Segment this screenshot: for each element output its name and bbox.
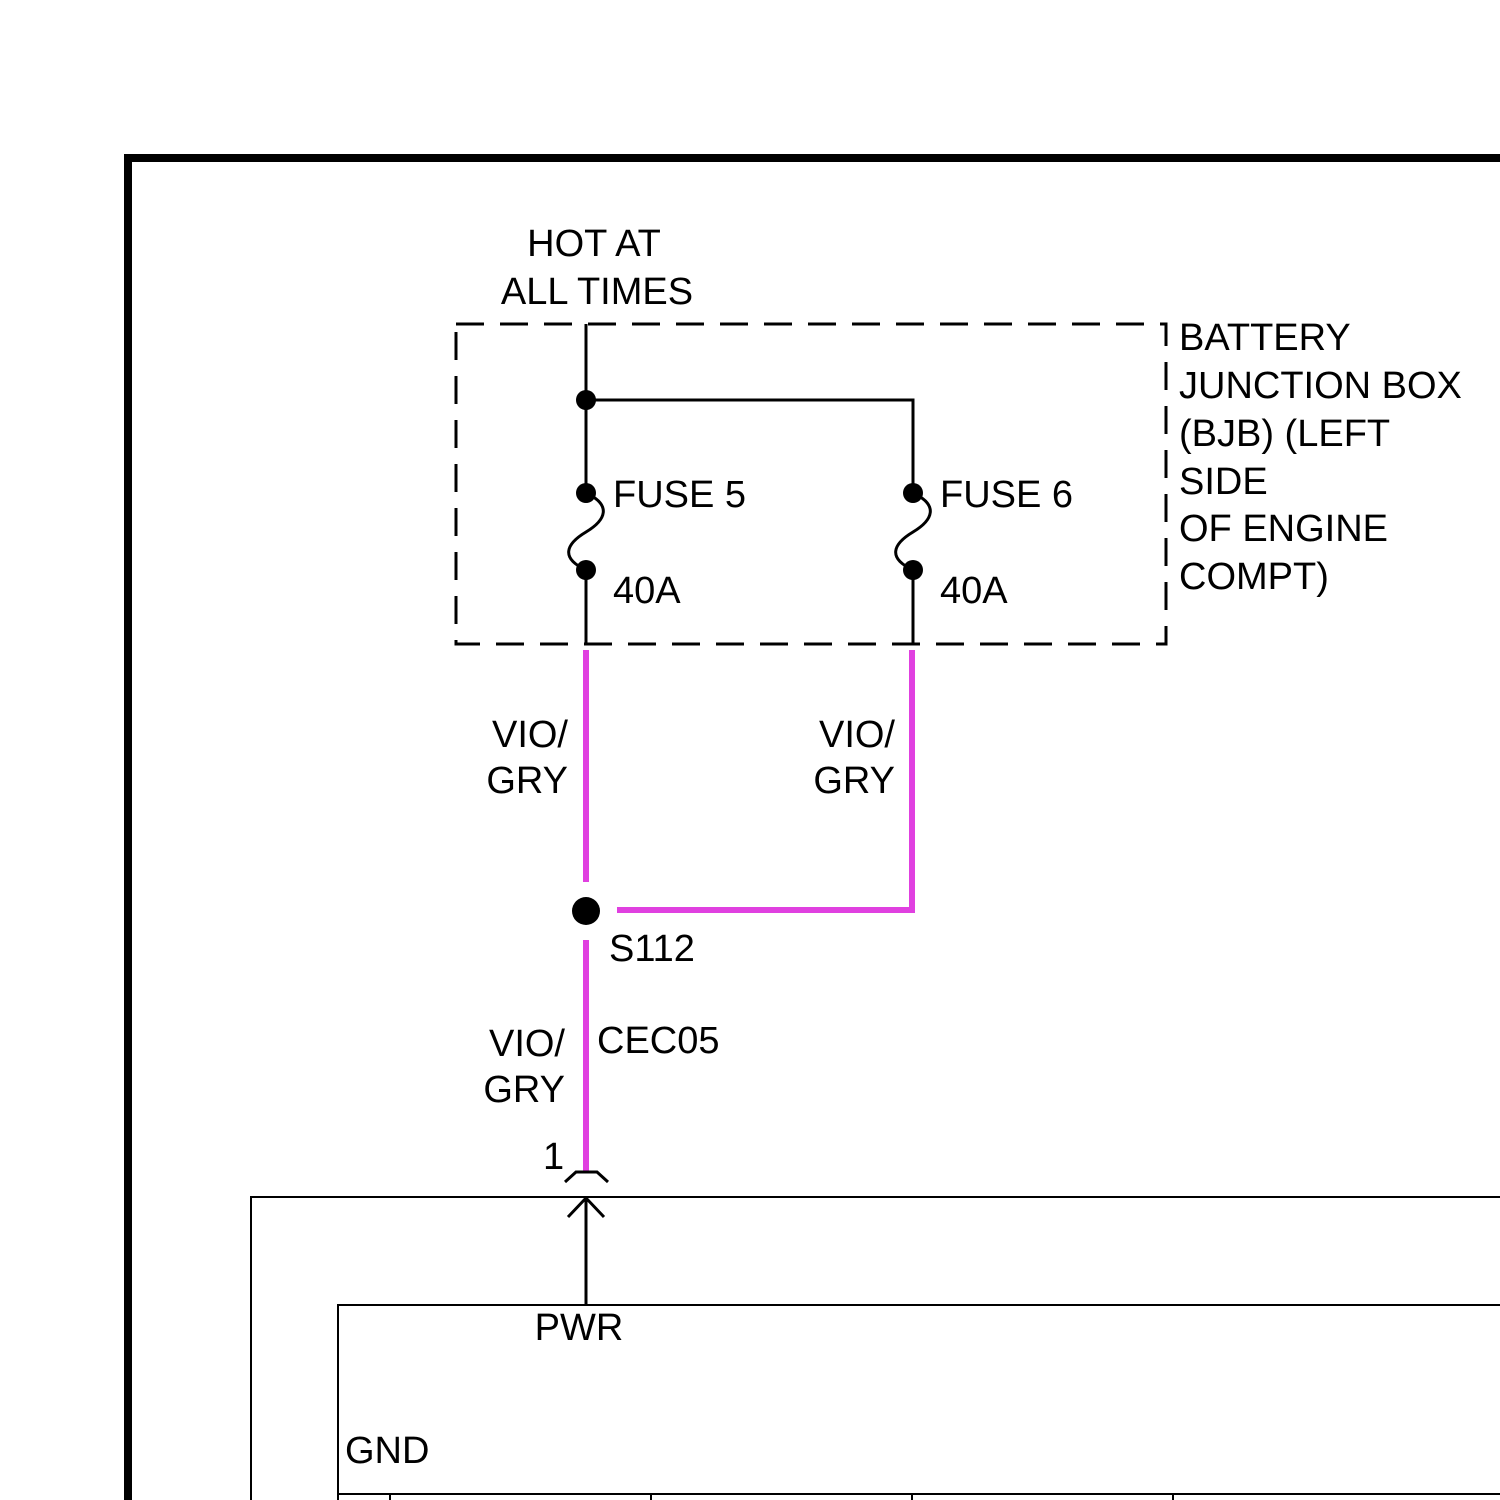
fuse-5-rating: 40A bbox=[613, 570, 681, 612]
right-wire-color-line2: GRY bbox=[813, 760, 895, 802]
gnd-label: GND bbox=[345, 1430, 429, 1472]
fuse-5-element bbox=[569, 493, 604, 570]
module-inner-box bbox=[338, 1305, 1500, 1500]
component-outer-box bbox=[251, 1197, 1500, 1500]
fuse-6-rating: 40A bbox=[940, 570, 1008, 612]
pwr-label: PWR bbox=[535, 1307, 624, 1349]
junction-box-name: BATTERY JUNCTION BOX (BJB) (LEFT SIDE OF… bbox=[1179, 317, 1462, 598]
circuit-id: CEC05 bbox=[597, 1020, 720, 1062]
junction-box-name-line2: JUNCTION BOX bbox=[1179, 365, 1462, 407]
fuse-6-name: FUSE 6 bbox=[940, 474, 1073, 516]
bus-junction-dot bbox=[576, 390, 596, 410]
fuse-5-bottom-terminal bbox=[576, 560, 596, 580]
fuse-6-bottom-terminal bbox=[903, 560, 923, 580]
power-source-label-line1: HOT AT bbox=[527, 223, 661, 265]
bottom-wire-color-line1: VIO/ bbox=[489, 1023, 565, 1065]
fuse-6: FUSE 6 40A bbox=[896, 474, 1073, 612]
splice-id: S112 bbox=[609, 928, 695, 970]
power-source-label-line2: ALL TIMES bbox=[501, 271, 693, 313]
left-wire-color-line1: VIO/ bbox=[492, 714, 568, 756]
junction-box-name-line3: (BJB) (LEFT bbox=[1179, 413, 1390, 455]
right-wire-color-line1: VIO/ bbox=[819, 714, 895, 756]
bottom-wire-color-line2: GRY bbox=[483, 1069, 565, 1111]
fuse-5: FUSE 5 40A bbox=[569, 474, 746, 612]
left-wire-color-line2: GRY bbox=[486, 760, 568, 802]
junction-box-name-line1: BATTERY bbox=[1179, 317, 1351, 359]
fuse-5-name: FUSE 5 bbox=[613, 474, 746, 516]
diagram-frame bbox=[128, 158, 1500, 1500]
junction-box-name-line4: SIDE bbox=[1179, 461, 1268, 503]
fuse-6-element bbox=[896, 493, 931, 570]
connector-pin-number: 1 bbox=[543, 1136, 564, 1178]
splice-dot bbox=[572, 897, 600, 925]
junction-box-name-line5: OF ENGINE bbox=[1179, 508, 1388, 550]
junction-box-name-line6: COMPT) bbox=[1179, 556, 1329, 598]
connector-socket-icon bbox=[565, 1172, 608, 1182]
